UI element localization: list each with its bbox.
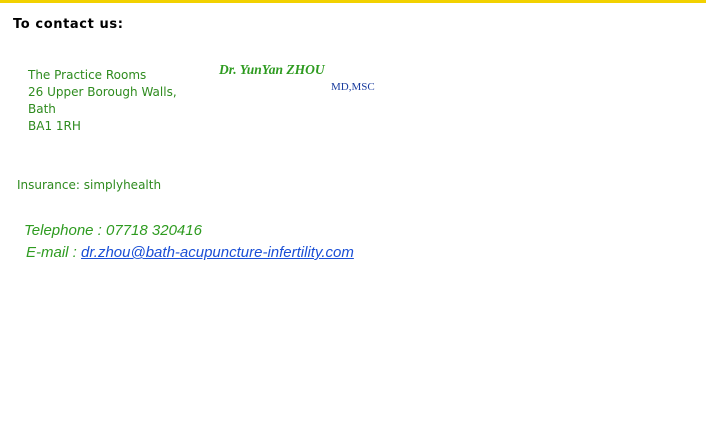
telephone-number: 07718 320416 — [106, 222, 202, 239]
contact-heading: To contact us: — [13, 17, 124, 32]
address-line-4: BA1 1RH — [28, 119, 81, 133]
telephone-row: Telephone : 07718 320416 — [24, 220, 354, 242]
address-line-2: 26 Upper Borough Walls, — [28, 85, 177, 99]
doctor-qualifications: MD,MSC — [331, 81, 375, 93]
address-line-3: Bath — [28, 102, 56, 116]
email-label: E-mail : — [26, 244, 77, 261]
insurance-label: Insurance: — [17, 178, 80, 192]
top-rule — [0, 0, 706, 3]
address-line-1: The Practice Rooms — [28, 68, 147, 82]
email-link[interactable]: dr.zhou@bath-acupuncture-infertility.com — [81, 244, 354, 261]
email-row: E-mail : dr.zhou@bath-acupuncture-infert… — [24, 242, 354, 264]
practice-address: The Practice Rooms 26 Upper Borough Wall… — [28, 67, 177, 135]
telephone-label: Telephone : — [24, 222, 102, 239]
insurance-value: simplyhealth — [83, 178, 162, 192]
insurance-info: Insurance: simplyhealth — [17, 178, 161, 192]
contact-details: Telephone : 07718 320416 E-mail : dr.zho… — [24, 220, 354, 264]
doctor-name: Dr. YunYan ZHOU — [219, 62, 325, 77]
